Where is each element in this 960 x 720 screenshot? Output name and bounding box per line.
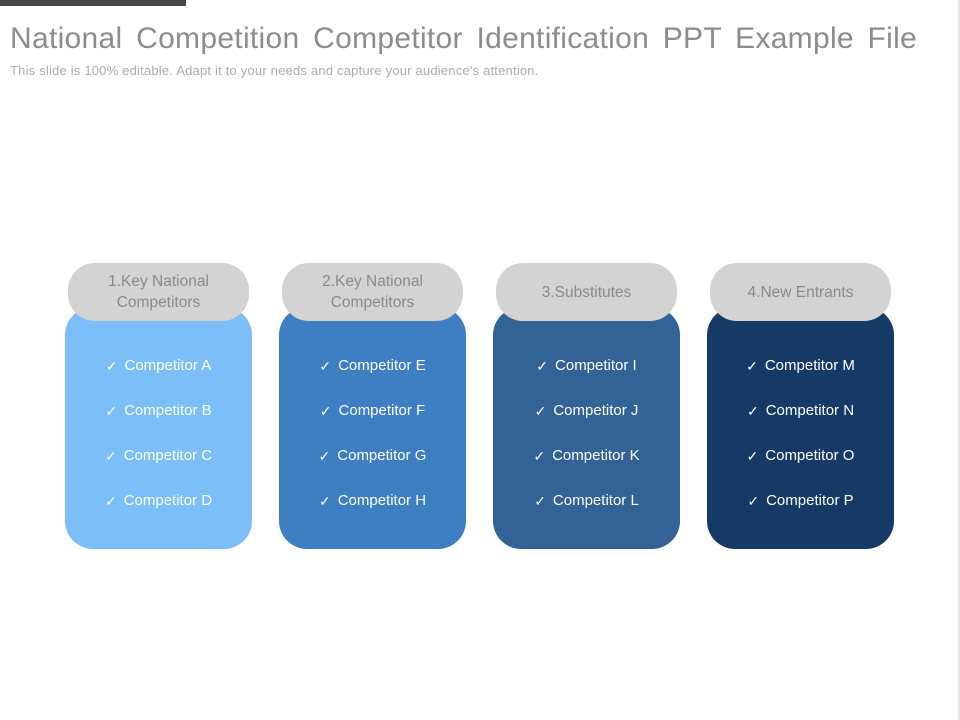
- check-icon: ✓: [746, 448, 759, 464]
- competitor-card-1: 1.Key National Competitors ✓ Competitor …: [65, 263, 252, 549]
- competitor-card-4: 4.New Entrants ✓ Competitor M ✓ Competit…: [707, 263, 894, 549]
- top-accent-bar: [0, 0, 186, 6]
- check-icon: ✓: [105, 403, 118, 419]
- card-header-label: 2.Key National Competitors: [322, 273, 423, 311]
- list-item: ✓ Competitor L: [493, 491, 680, 511]
- competitor-columns: 1.Key National Competitors ✓ Competitor …: [65, 263, 894, 549]
- list-item-label: Competitor A: [124, 357, 212, 374]
- list-item-label: Competitor O: [765, 447, 855, 464]
- list-item: ✓ Competitor E: [279, 356, 466, 376]
- list-item: ✓ Competitor C: [65, 446, 252, 466]
- competitor-card-3: 3.Substitutes ✓ Competitor I ✓ Competito…: [493, 263, 680, 549]
- list-item-label: Competitor K: [552, 447, 640, 464]
- list-item-label: Competitor J: [553, 402, 639, 419]
- card-header-label: 3.Substitutes: [541, 283, 632, 301]
- list-item: ✓ Competitor G: [279, 446, 466, 466]
- card-header-tab: 3.Substitutes: [496, 263, 677, 321]
- check-icon: ✓: [105, 358, 118, 374]
- card-body: ✓ Competitor E ✓ Competitor F ✓ Competit…: [279, 307, 466, 549]
- list-item-label: Competitor D: [123, 492, 213, 509]
- list-item: ✓ Competitor H: [279, 491, 466, 511]
- check-icon: ✓: [534, 403, 547, 419]
- card-header-label: 4.New Entrants: [747, 283, 854, 301]
- list-item-label: Competitor F: [338, 402, 426, 419]
- check-icon: ✓: [104, 493, 117, 509]
- list-item: ✓ Competitor M: [707, 356, 894, 376]
- check-icon: ✓: [536, 358, 549, 374]
- check-icon: ✓: [746, 403, 759, 419]
- check-icon: ✓: [319, 358, 332, 374]
- list-item: ✓ Competitor I: [493, 356, 680, 376]
- list-item: ✓ Competitor D: [65, 491, 252, 511]
- check-icon: ✓: [533, 448, 546, 464]
- card-body: ✓ Competitor A ✓ Competitor B ✓ Competit…: [65, 307, 252, 549]
- slide-header: National Competition Competitor Identifi…: [10, 22, 946, 78]
- check-icon: ✓: [318, 493, 331, 509]
- card-body: ✓ Competitor M ✓ Competitor N ✓ Competit…: [707, 307, 894, 549]
- card-header-label: 1.Key National Competitors: [108, 273, 209, 311]
- list-item-label: Competitor E: [338, 357, 426, 374]
- check-icon: ✓: [318, 448, 331, 464]
- list-item: ✓ Competitor P: [707, 491, 894, 511]
- card-header-tab: 4.New Entrants: [710, 263, 891, 321]
- check-icon: ✓: [746, 358, 758, 374]
- slide-subtitle: This slide is 100% editable. Adapt it to…: [10, 63, 539, 78]
- check-icon: ✓: [104, 448, 117, 464]
- list-item: ✓ Competitor O: [707, 446, 894, 466]
- list-item-label: Competitor P: [766, 492, 854, 509]
- list-item-label: Competitor B: [124, 402, 212, 419]
- list-item: ✓ Competitor F: [279, 401, 466, 421]
- list-item-label: Competitor N: [765, 402, 855, 419]
- list-item-label: Competitor C: [123, 447, 213, 464]
- check-icon: ✓: [319, 403, 332, 419]
- check-icon: ✓: [747, 493, 760, 509]
- list-item-label: Competitor M: [764, 357, 855, 374]
- list-item-label: Competitor H: [337, 492, 427, 509]
- card-header-tab: 2.Key National Competitors: [282, 263, 463, 321]
- slide-right-edge: [958, 0, 960, 720]
- list-item-label: Competitor I: [555, 357, 637, 374]
- list-item: ✓ Competitor J: [493, 401, 680, 421]
- list-item-label: Competitor G: [337, 447, 427, 464]
- list-item: ✓ Competitor N: [707, 401, 894, 421]
- list-item: ✓ Competitor B: [65, 401, 252, 421]
- check-icon: ✓: [534, 493, 546, 509]
- card-header-tab: 1.Key National Competitors: [68, 263, 249, 321]
- slide-title: National Competition Competitor Identifi…: [10, 22, 918, 55]
- list-item: ✓ Competitor A: [65, 356, 252, 376]
- card-body: ✓ Competitor I ✓ Competitor J ✓ Competit…: [493, 307, 680, 549]
- list-item-label: Competitor L: [552, 492, 639, 509]
- competitor-card-2: 2.Key National Competitors ✓ Competitor …: [279, 263, 466, 549]
- list-item: ✓ Competitor K: [493, 446, 680, 466]
